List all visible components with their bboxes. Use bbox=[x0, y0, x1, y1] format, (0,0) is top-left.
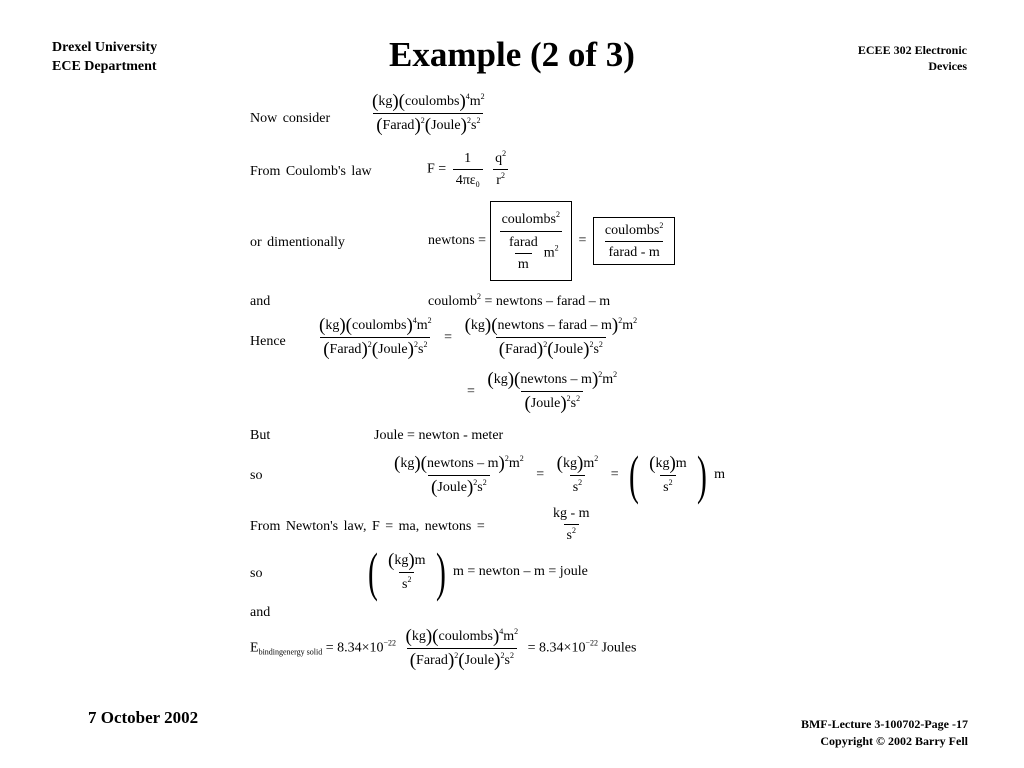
label-or-dimentionally: or dimentionally bbox=[250, 235, 345, 250]
label-but: But bbox=[250, 428, 271, 443]
equation-hence-continued: = (kg)(newtons – m)2m2 (Joule)2s2 bbox=[467, 369, 618, 414]
label-now-consider: Now consider bbox=[250, 111, 331, 126]
label-so-2: so bbox=[250, 566, 263, 581]
equation-so-2: ( (kg)m s2 ) m = newton – m = joule bbox=[368, 542, 588, 602]
course-name-line2: Devices bbox=[928, 59, 967, 73]
equation-hence: (kg)(coulombs)4m2 (Farad)2(Joule)2s2 = (… bbox=[319, 315, 638, 360]
institution-block: Drexel University ECE Department bbox=[52, 38, 157, 76]
label-and-2: and bbox=[250, 605, 271, 620]
label-from-newton: From Newton's law, F = ma, newtons = bbox=[250, 519, 485, 534]
equation-coulomb-squared: coulomb2 = newtons – farad – m bbox=[428, 292, 611, 310]
page-number: BMF-Lecture 3-100702-Page -17 bbox=[800, 717, 968, 731]
equation-units-expression: (kg)(coulombs)4m2 (Farad)2(Joule)2s2 bbox=[366, 92, 491, 135]
equation-joule-definition: Joule = newton - meter bbox=[374, 428, 504, 443]
department-name: ECE Department bbox=[52, 59, 157, 74]
copyright: Copyright © 2002 Barry Fell bbox=[820, 734, 968, 748]
label-so-1: so bbox=[250, 468, 263, 483]
course-block: ECEE 302 Electronic Devices bbox=[858, 42, 967, 74]
equation-coulomb-law: F = 1 4πε0 q2 r2 bbox=[427, 149, 508, 189]
label-from-coulomb: From Coulomb's law bbox=[250, 164, 372, 179]
equation-binding-energy: Ebindingenergy solid = 8.34×10−22 (kg)(c… bbox=[250, 626, 637, 671]
course-name-line1: ECEE 302 Electronic bbox=[857, 43, 967, 57]
units-fraction: (kg)(coulombs)4m2 (Farad)2(Joule)2s2 bbox=[372, 91, 485, 136]
slide-date: 7 October 2002 bbox=[88, 708, 199, 727]
label-hence: Hence bbox=[250, 334, 286, 349]
university-name: Drexel University bbox=[52, 40, 158, 55]
equation-so-1: (kg)(newtons – m)2m2 (Joule)2s2 = (kg)m2… bbox=[394, 445, 726, 505]
slide-title: Example (2 of 3) bbox=[389, 35, 635, 74]
equation-newton-units: kg - m s2 bbox=[553, 506, 590, 543]
label-and-1: and bbox=[250, 294, 271, 309]
equation-dimensional: newtons = coulombs2 farad m m2 = coulomb… bbox=[428, 201, 676, 281]
page-info: BMF-Lecture 3-100702-Page -17 Copyright … bbox=[801, 716, 968, 750]
